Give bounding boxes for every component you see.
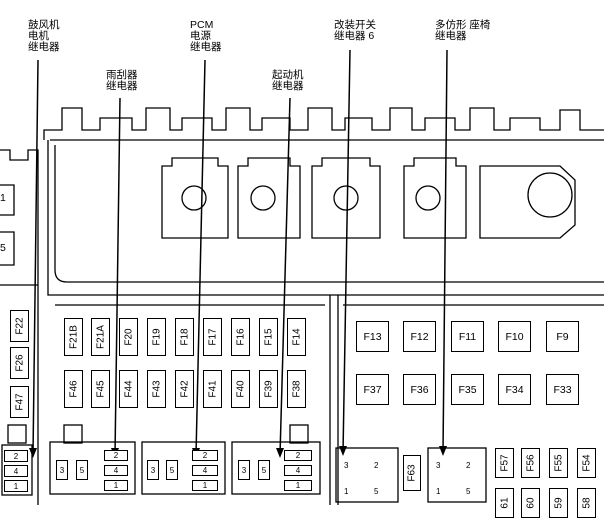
fuse: F46 — [64, 370, 83, 408]
fuse: F12 — [403, 321, 436, 352]
fuse: F37 — [356, 374, 389, 405]
relay-pin: 4 — [104, 465, 128, 476]
fuse: F35 — [451, 374, 484, 405]
fuse: 58 — [577, 488, 596, 518]
left-partial-label: 5 — [0, 242, 6, 254]
fuse: F54 — [577, 448, 596, 478]
fuse: F9 — [546, 321, 579, 352]
relay-pin: 5 — [466, 487, 471, 496]
fuse: F26 — [10, 347, 29, 379]
relay-pin: 5 — [166, 460, 178, 480]
relay-pin: 2 — [374, 461, 379, 470]
relay-pin: 1 — [104, 480, 128, 491]
fuse: F16 — [231, 318, 250, 356]
fuse: F40 — [231, 370, 250, 408]
seat-relay-label: 多仿形 座椅继电器 — [435, 19, 491, 42]
fuse: F10 — [498, 321, 531, 352]
relay-pin: 1 — [284, 480, 312, 491]
relay-pin: 2 — [284, 450, 312, 461]
relay-pin: 4 — [4, 465, 28, 477]
relay-pin: 3 — [238, 460, 250, 480]
fuse: F55 — [549, 448, 568, 478]
relay-pin: 2 — [4, 450, 28, 462]
relay-pin: 4 — [192, 465, 218, 476]
fuse: F19 — [147, 318, 166, 356]
fuse: F56 — [521, 448, 540, 478]
relay-pin: 3 — [436, 461, 441, 470]
relay-pin: 2 — [466, 461, 471, 470]
fuse: F43 — [147, 370, 166, 408]
fuse: F18 — [175, 318, 194, 356]
fuse: F17 — [203, 318, 222, 356]
fuse: F33 — [546, 374, 579, 405]
relay-pin: 4 — [284, 465, 312, 476]
relay-pin: 3 — [344, 461, 349, 470]
fuse: F34 — [498, 374, 531, 405]
relay-pin: 5 — [76, 460, 88, 480]
mod-switch-relay-label: 改装开关继电器 6 — [334, 19, 376, 42]
fuse: F21B — [64, 318, 83, 356]
fuse: F15 — [259, 318, 278, 356]
fuse: F11 — [451, 321, 484, 352]
blower-relay-label: 鼓风机电机继电器 — [28, 19, 60, 53]
relay-pin: 2 — [192, 450, 218, 461]
starter-relay-label: 起动机继电器 — [272, 69, 304, 92]
left-partial-label: 1 — [0, 192, 6, 204]
relay-pin: 3 — [56, 460, 68, 480]
fuse: 61 — [495, 488, 514, 518]
fuse: F21A — [91, 318, 110, 356]
relay-pin: 1 — [436, 487, 441, 496]
fuse: F14 — [287, 318, 306, 356]
relay-pin: 3 — [147, 460, 159, 480]
relay-pin: 5 — [374, 487, 379, 496]
fuse: F45 — [91, 370, 110, 408]
fuse: F41 — [203, 370, 222, 408]
fuse: F39 — [259, 370, 278, 408]
wiper-relay-label: 雨刮器继电器 — [106, 69, 138, 92]
fuse: F47 — [10, 386, 29, 418]
fuse: F42 — [175, 370, 194, 408]
fuse: F20 — [119, 318, 138, 356]
relay-pin: 1 — [4, 480, 28, 492]
relay-pin: 1 — [344, 487, 349, 496]
fuse: F44 — [119, 370, 138, 408]
fuse: F22 — [10, 310, 29, 342]
fuse: F57 — [495, 448, 514, 478]
fuse: F13 — [356, 321, 389, 352]
relay-pin: 2 — [104, 450, 128, 461]
relay-pin: 1 — [192, 480, 218, 491]
relay-pin: 5 — [258, 460, 270, 480]
fuse: F63 — [403, 455, 421, 491]
fuse: 59 — [549, 488, 568, 518]
fuse: F38 — [287, 370, 306, 408]
fuse-box-outline — [0, 49, 604, 505]
fuse: 60 — [521, 488, 540, 518]
fuse: F36 — [403, 374, 436, 405]
